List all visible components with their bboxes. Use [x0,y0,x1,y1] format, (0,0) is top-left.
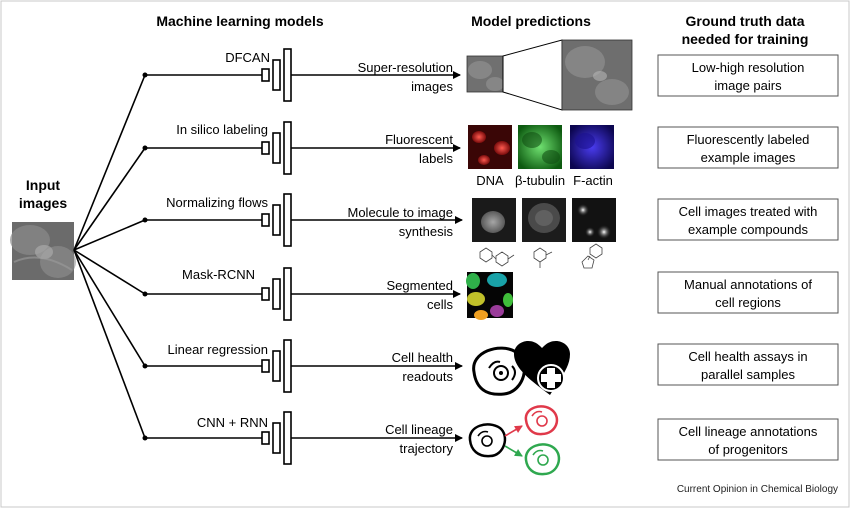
ground-truth-box [657,418,839,461]
input-label-line1: Input [26,177,61,193]
model-row: Linear regression Cell health readouts [142,339,463,393]
model-row: Normalizing flows Molecule to image synt… [142,193,463,247]
model-name: In silico labeling [176,122,268,137]
stain-label-dna: DNA [476,173,504,188]
model-name: Normalizing flows [166,195,268,210]
model-row: In silico labeling Fluorescent labels [142,121,461,175]
super-resolution-images [466,39,633,111]
header-ground-truth-line2: needed for training [682,31,809,47]
prediction-label-line2: readouts [402,369,453,384]
parent-cell-icon [468,423,507,458]
model-row: CNN + RNN Cell lineage trajectory [142,411,463,465]
journal-credit: Current Opinion in Chemical Biology [677,484,838,495]
network-icon [261,267,292,321]
prediction-label-line1: Segmented [387,278,454,293]
ground-truth-line1: Manual annotations of [684,277,812,292]
ground-truth-line2: example images [701,150,796,165]
ground-truth-box [657,271,839,314]
prediction-label-line1: Cell health [392,350,453,365]
ground-truth-line1: Cell lineage annotations [679,424,818,439]
lineage-arrow-green [504,445,523,457]
ground-truth-line1: Low-high resolution [692,60,805,75]
molecule-synthesis-images [472,198,616,269]
input-image [10,222,76,280]
daughter-cell-red-icon [524,405,559,436]
lineage-arrow-red [504,425,523,437]
prediction-label-line2: images [411,79,453,94]
ground-truth-box [657,198,839,241]
model-row: DFCAN Super-resolution images [142,48,461,102]
prediction-label-line2: cells [427,297,454,312]
zoom-projection [502,39,563,111]
model-name: Linear regression [168,342,268,357]
ground-truth-line1: Cell health assays in [688,349,807,364]
prediction-label-line2: synthesis [399,224,454,239]
ground-truth-line2: example compounds [688,222,808,237]
prediction-label-line1: Fluorescent [385,132,453,147]
ground-truth-line1: Fluorescently labeled [687,132,810,147]
fluorescent-label-images: DNA β-tubulin F-actin [468,125,614,188]
model-row: Mask-RCNN Segmented cells [142,267,461,321]
model-rows: DFCAN Super-resolution images In silico … [142,48,463,465]
stain-label-tubulin: β-tubulin [515,173,565,188]
ground-truth-box [657,54,839,97]
ground-truth-line2: image pairs [714,78,782,93]
cell-health-icons [472,340,570,396]
network-icon [261,121,292,175]
ground-truth-line2: of progenitors [708,442,788,457]
prediction-label-line1: Super-resolution [358,60,453,75]
model-name: CNN + RNN [197,415,268,430]
network-icon [261,48,292,102]
input-label-line2: images [19,195,67,211]
model-name: Mask-RCNN [182,267,255,282]
stain-label-actin: F-actin [573,173,613,188]
model-name: DFCAN [225,50,270,65]
fan-lines [73,74,146,439]
ground-truth-line2: parallel samples [701,367,795,382]
ground-truth-box [657,126,839,169]
daughter-cell-green-icon [524,443,561,476]
ground-truth-line1: Cell images treated with [679,204,818,219]
cell-lineage-icons [468,405,561,476]
prediction-label-line1: Molecule to image [348,205,454,220]
prediction-label-line2: labels [419,151,453,166]
header-predictions: Model predictions [471,13,591,29]
segmented-cells-image [466,272,513,320]
network-icon [261,339,292,393]
ground-truth-line2: cell regions [715,295,781,310]
actin-stain-image [570,125,614,169]
prediction-label-line2: trajectory [400,441,454,456]
molecule-structures [479,243,603,269]
ground-truth-boxes: Low-high resolution image pairs Fluoresc… [657,54,839,461]
header-ground-truth-line1: Ground truth data [686,13,805,29]
header-models: Machine learning models [156,13,323,29]
ground-truth-box [657,343,839,386]
prediction-label-line1: Cell lineage [385,422,453,437]
